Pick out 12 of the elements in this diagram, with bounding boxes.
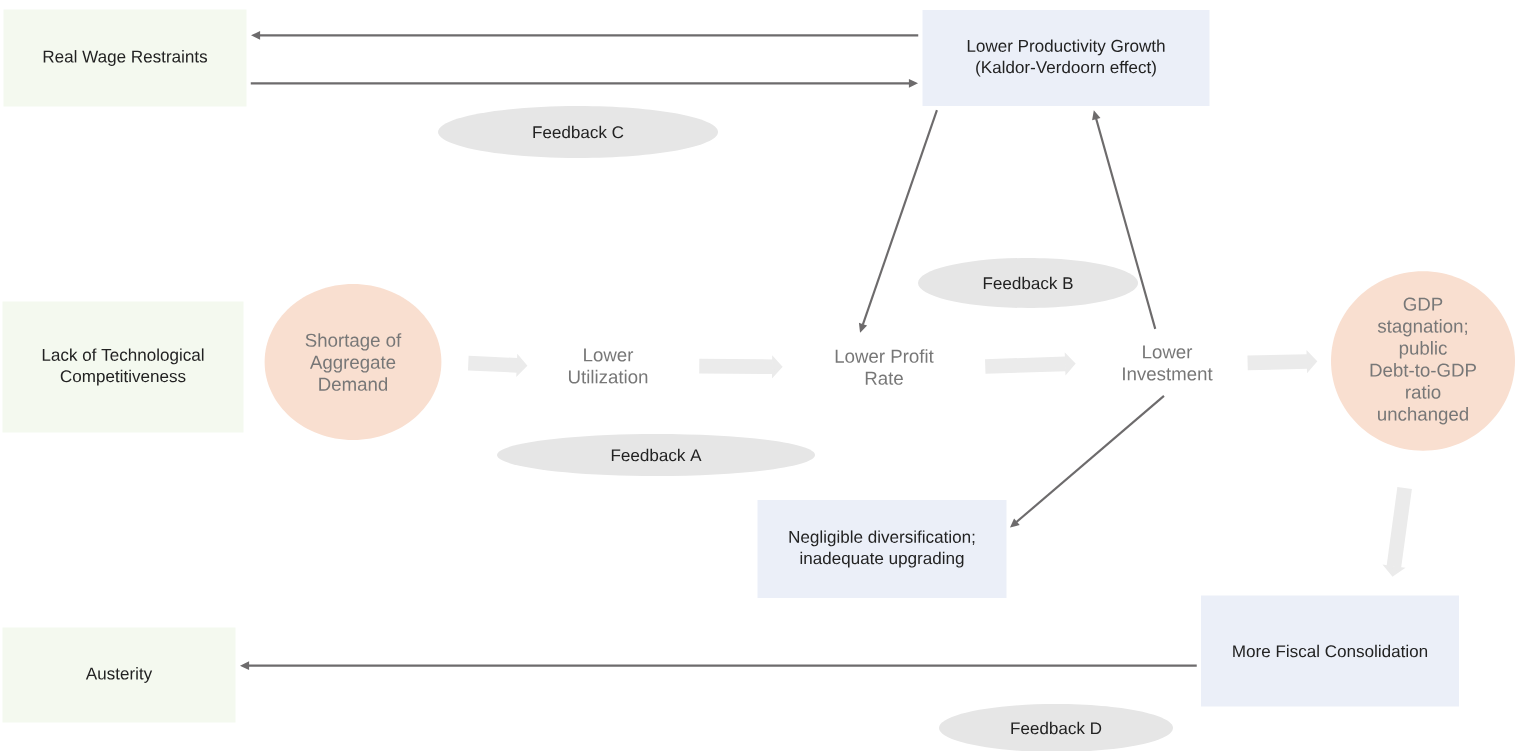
process-box: Lack of Technological Competitiveness — [2, 301, 244, 433]
circle-node: Shortage of Aggregate Demand — [264, 284, 442, 440]
process-box: Lower Productivity Growth (Kaldor-Verdoorn effect) — [922, 10, 1210, 106]
node-text: Lower Investment — [1123, 345, 1213, 381]
node-text: Lower Utilization — [569, 348, 648, 384]
process-box: Negligible diversification; inadequate upgrading — [757, 500, 1007, 598]
process-box: Austerity — [2, 627, 236, 723]
process-box: Real Wage Restraints — [3, 9, 247, 107]
circle-node: GDP stagnation; public Debt-to-GDP ratio unchanged — [1331, 271, 1515, 451]
arrow — [1010, 395, 1165, 528]
node-text: Lower Profit Rate — [835, 349, 934, 385]
process-box: More Fiscal Consolidation — [1201, 595, 1459, 707]
